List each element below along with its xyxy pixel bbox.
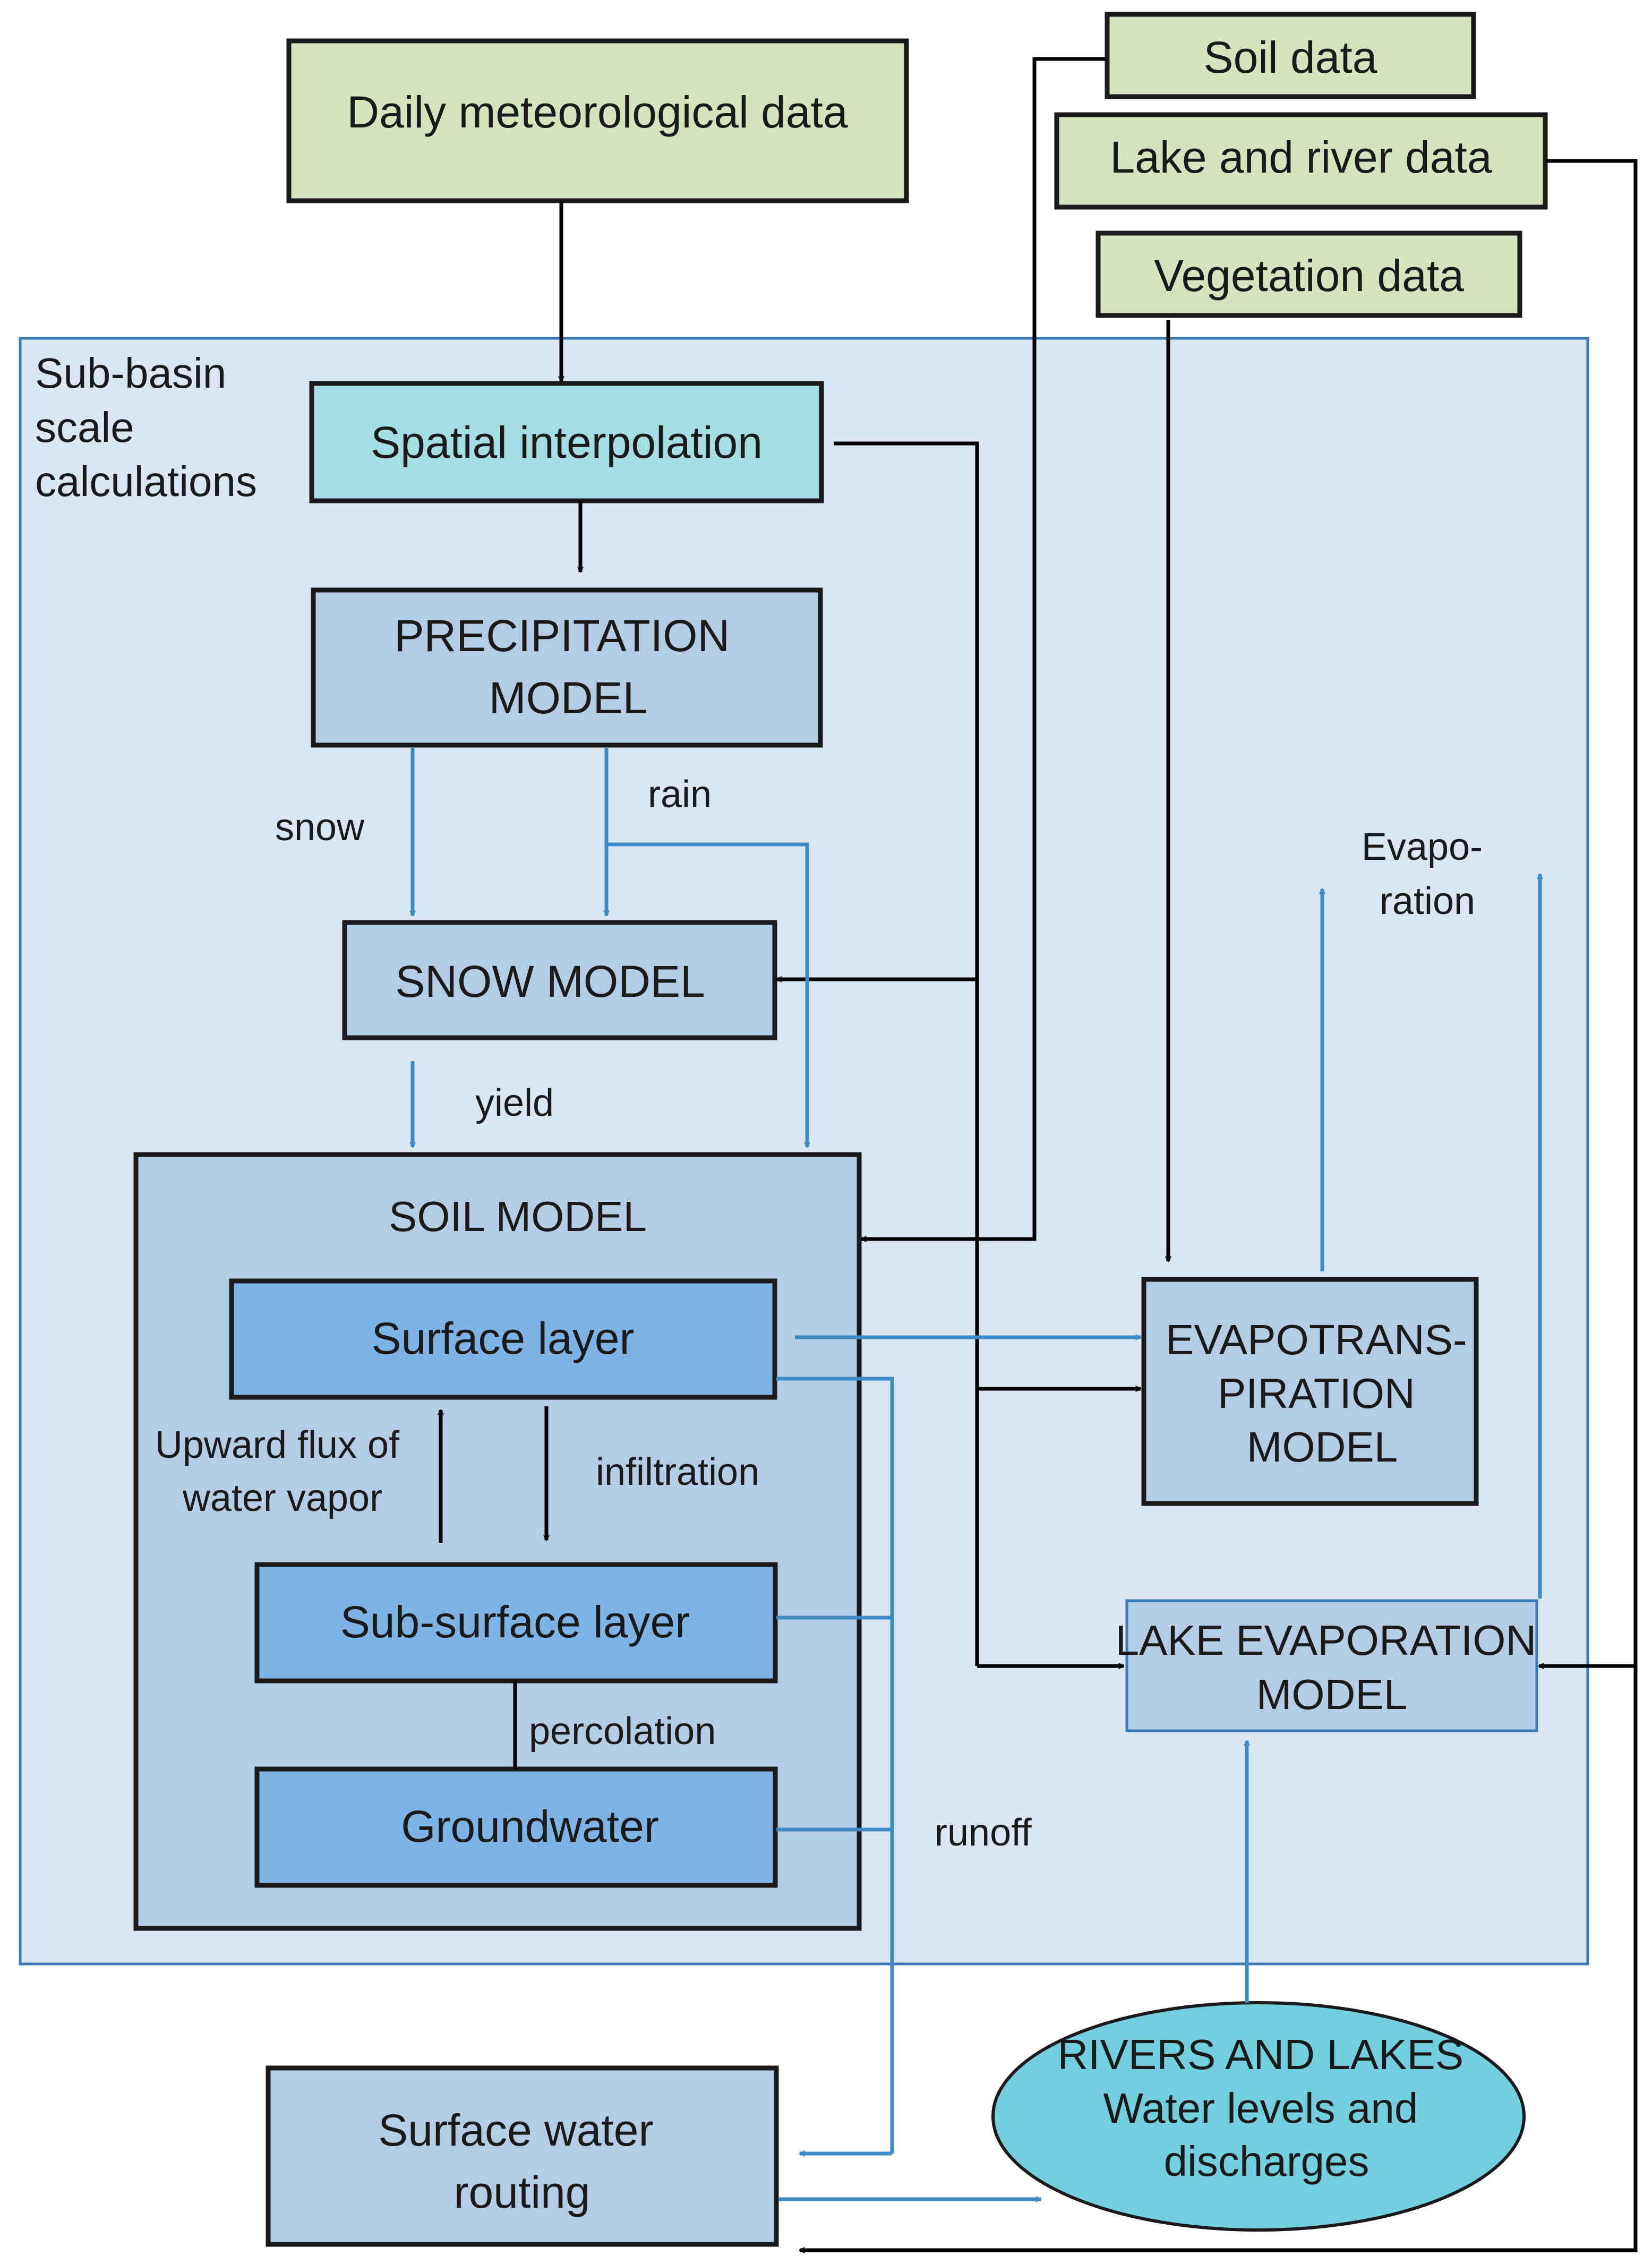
rivers-lakes-label: RIVERS AND LAKES Water levels and discha… (1058, 2031, 1476, 2185)
lake-evaporation-model-label: LAKE EVAPORATION MODEL (1115, 1617, 1548, 1718)
arrow-soil-data-to-soil-model (861, 57, 1107, 1239)
percolation-edge-label: percolation (529, 1710, 716, 1753)
subsurface-layer-box (254, 1562, 778, 1684)
line-surface-drain (776, 1377, 894, 2154)
rivers-lakes-ellipse (991, 2001, 1526, 2232)
precipitation-model-box (311, 587, 823, 748)
precipitation-model-label: PRECIPITATION MODEL (395, 611, 742, 723)
arrow-lake-river-data-to-lake-evaporation (1539, 159, 1638, 1666)
vegetation-data-label: Vegetation data (1154, 251, 1464, 301)
soil-data-box (1105, 12, 1476, 99)
evapotranspiration-model-label: EVAPOTRANS- PIRATION MODEL (1166, 1316, 1479, 1471)
daily-meteorological-data-label: Daily meteorological data (347, 87, 848, 137)
surface-layer-label: Surface layer (372, 1313, 635, 1363)
surface-water-routing-box (266, 2065, 779, 2247)
infiltration-edge-label: infiltration (596, 1451, 759, 1493)
snow-edge-label: snow (275, 806, 365, 849)
arrow-lake-river-data-to-routing (800, 1666, 1638, 2250)
evapotranspiration-model-box (1141, 1277, 1479, 1506)
yield-edge-label: yield (475, 1082, 554, 1124)
surface-layer-box (229, 1278, 777, 1400)
upward-flux-edge-label: Upward flux of water vapor (155, 1424, 410, 1519)
lake-evaporation-model-box (1125, 1599, 1538, 1732)
soil-model-label: SOIL MODEL (389, 1193, 647, 1240)
soil-data-label: Soil data (1204, 32, 1377, 82)
runoff-edge-label: runoff (935, 1812, 1032, 1854)
snow-model-box (342, 920, 777, 1040)
blue-connectors (413, 748, 1540, 2199)
groundwater-box (254, 1766, 778, 1888)
spatial-interpolation-label: Spatial interpolation (371, 417, 763, 467)
daily-meteorological-data-box (286, 38, 909, 203)
snow-model-label: SNOW MODEL (395, 956, 705, 1006)
spatial-interpolation-box (309, 381, 824, 503)
line-interpolation-trunk (834, 441, 979, 1666)
lake-river-data-label: Lake and river data (1110, 132, 1492, 182)
groundwater-label: Groundwater (401, 1801, 659, 1851)
evaporation-edge-label: Evapo- ration (1362, 826, 1493, 922)
subsurface-layer-label: Sub-surface layer (340, 1597, 690, 1647)
surface-water-routing-label: Surface water routing (378, 2105, 666, 2217)
arrow-rain-to-soil (606, 842, 807, 1147)
black-connectors (441, 57, 1638, 2250)
sub-basin-label: Sub-basin scale calculations (35, 349, 257, 505)
vegetation-data-box (1095, 230, 1522, 318)
lake-river-data-box (1054, 112, 1548, 210)
rain-edge-label: rain (648, 773, 712, 816)
